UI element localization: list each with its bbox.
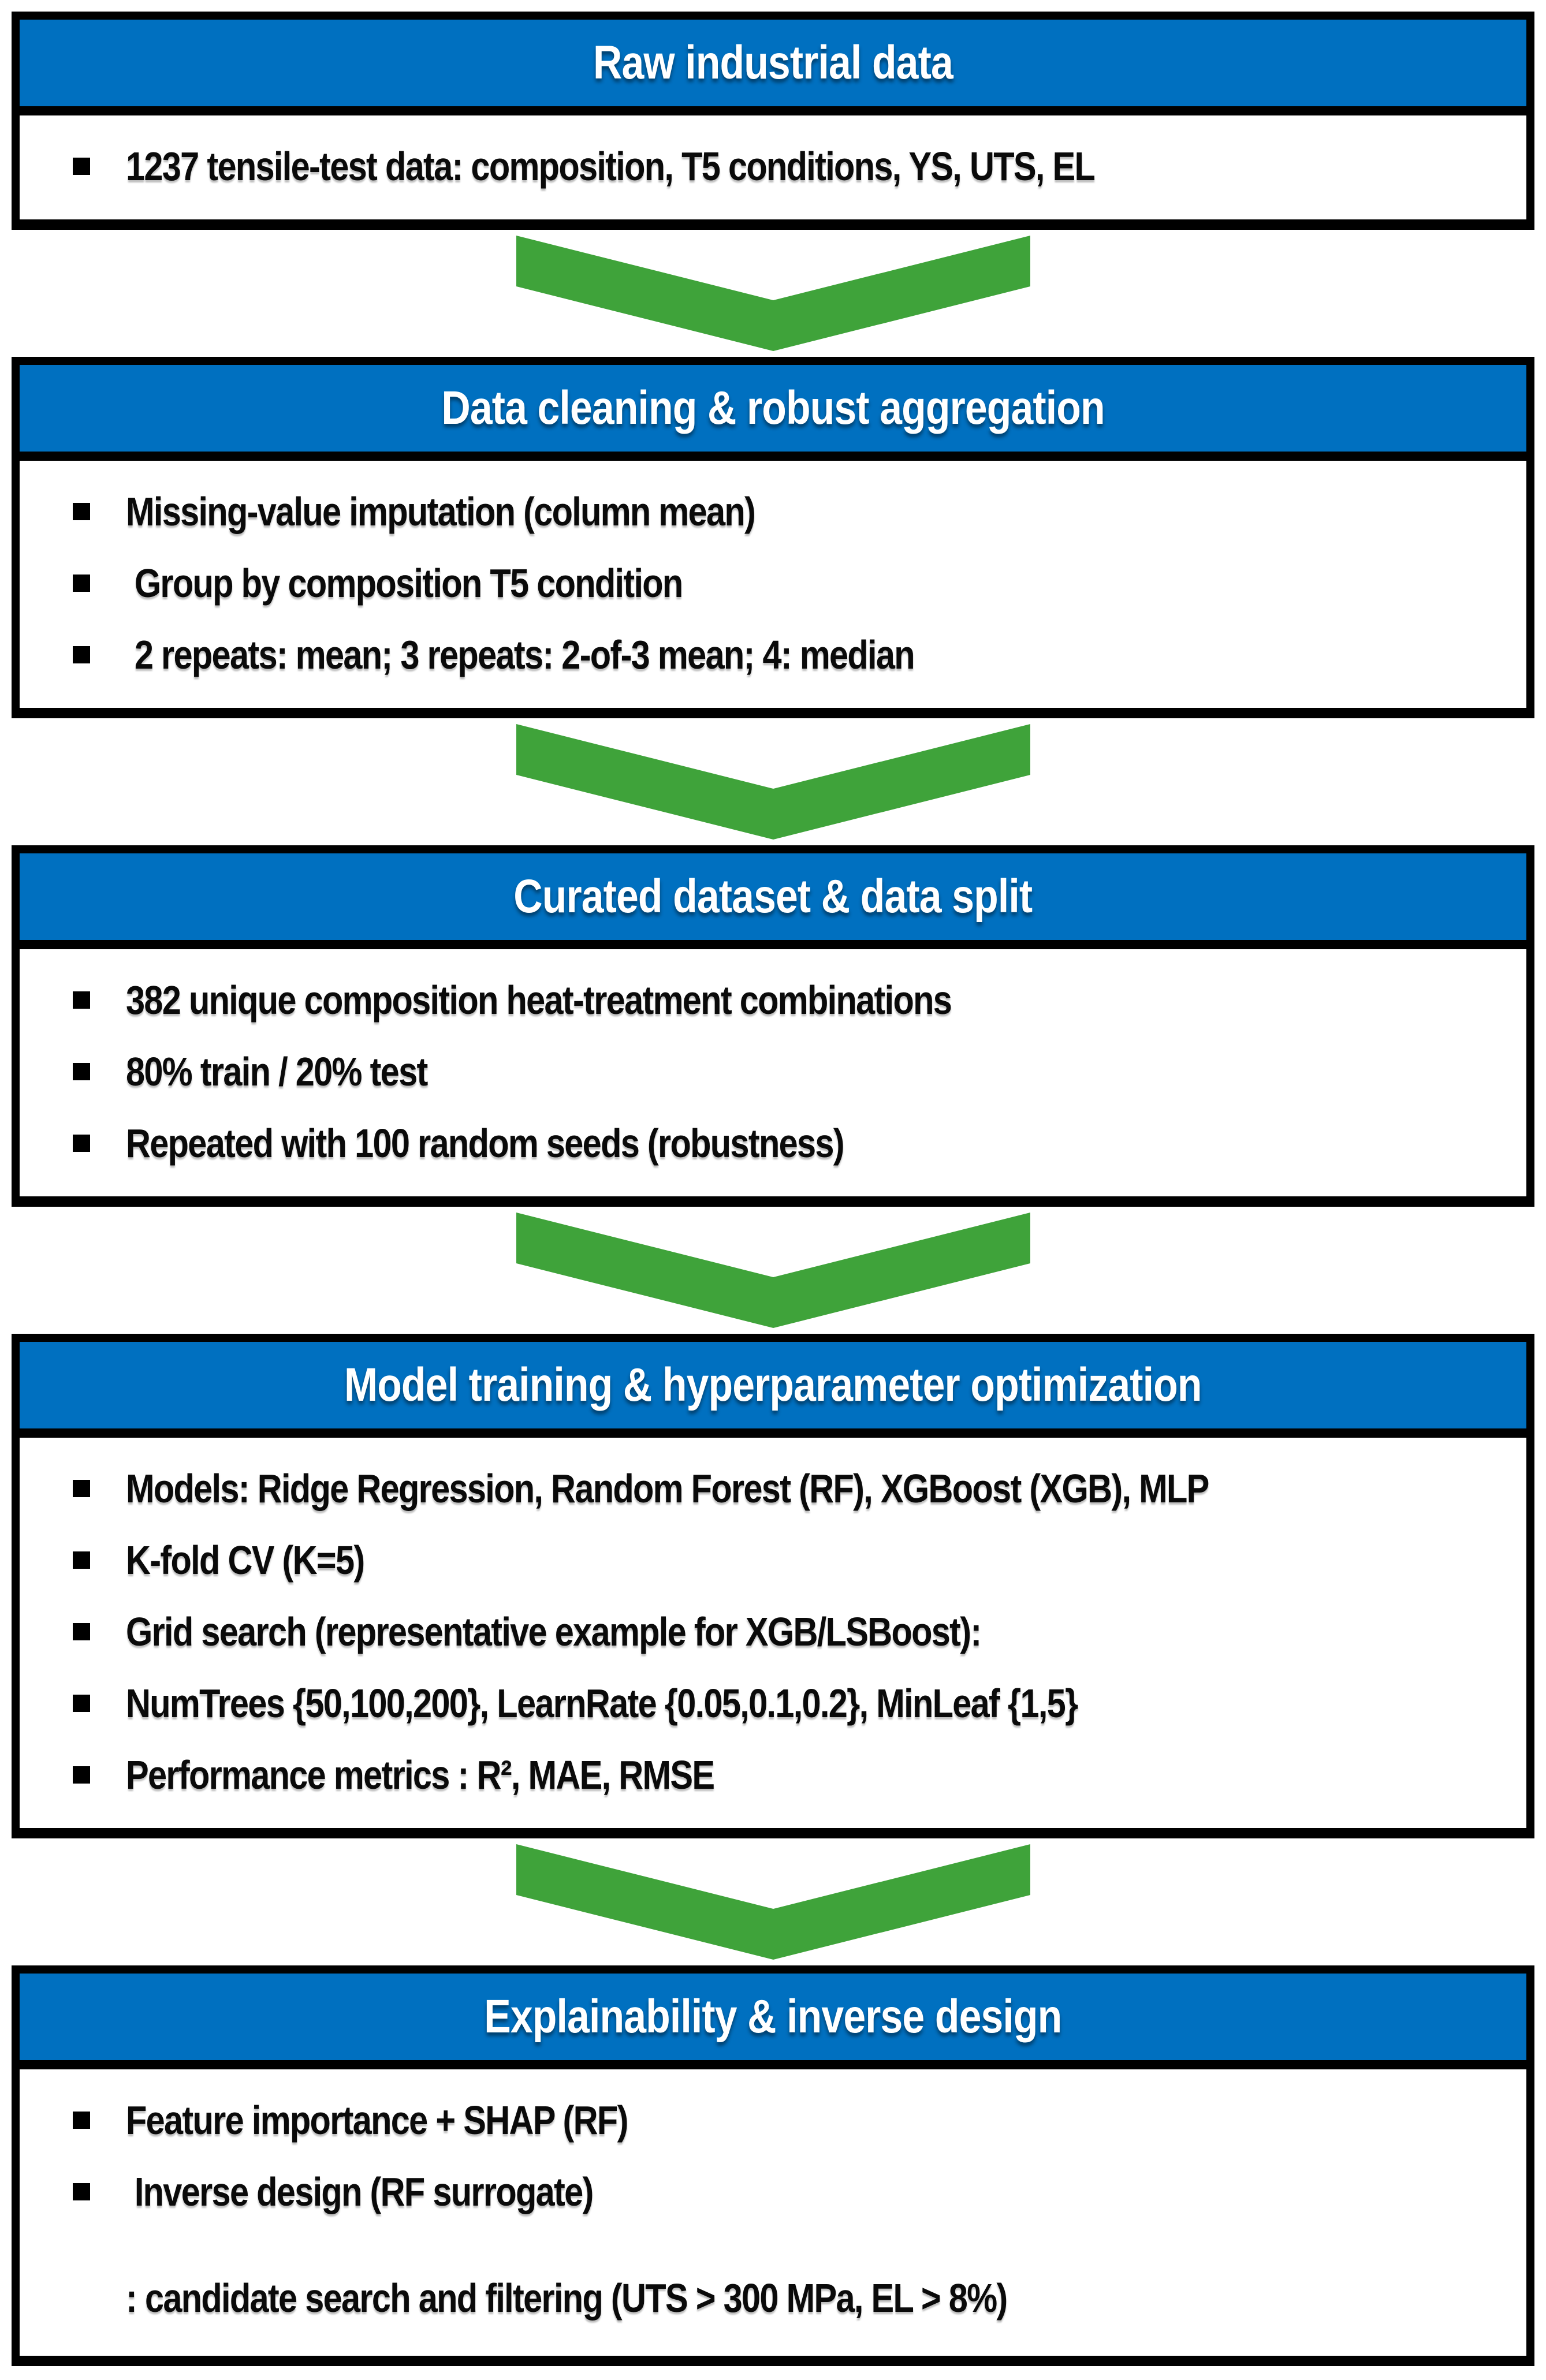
flow-connector [12, 1838, 1534, 1965]
bullet-text: NumTrees {50,100,200}, LearnRate {0.05,0… [126, 1681, 1078, 1726]
bullet-square-icon [73, 158, 90, 175]
chevron-down-arrow-icon [516, 1844, 1030, 1960]
bullet-text: 2 repeats: mean; 3 repeats: 2-of-3 mean;… [126, 632, 915, 677]
bullet-square-icon [73, 575, 90, 592]
flow-connector [12, 718, 1534, 845]
bullet-square-icon [73, 1623, 90, 1640]
list-item: Grid search (representative example for … [20, 1596, 1509, 1668]
list-item: NumTrees {50,100,200}, LearnRate {0.05,0… [20, 1668, 1509, 1739]
bullet-text: Performance metrics : R², MAE, RMSE [126, 1752, 715, 1797]
bullet-square-icon [73, 1063, 90, 1080]
flow-connector [12, 230, 1534, 357]
step-header-model-training: Model training & hyperparameter optimiza… [20, 1342, 1526, 1438]
bullet-text: : candidate search and filtering (UTS > … [126, 2275, 1008, 2321]
bullet-square-icon [73, 1551, 90, 1569]
list-item: Models: Ridge Regression, Random Forest … [20, 1453, 1509, 1524]
bullet-square-icon [73, 991, 90, 1009]
step-content: Models: Ridge Regression, Random Forest … [20, 1438, 1526, 1828]
list-item: 1237 tensile-test data: composition, T5 … [20, 130, 1509, 202]
bullet-text: Feature importance + SHAP (RF) [126, 2098, 628, 2143]
step-box-explainability: Explainability & inverse design Feature … [12, 1965, 1534, 2366]
list-item: Missing-value imputation (column mean) [20, 476, 1509, 547]
bullet-text: 1237 tensile-test data: composition, T5 … [126, 144, 1096, 189]
step-header-data-cleaning: Data cleaning & robust aggregation [20, 365, 1526, 461]
step-title: Data cleaning & robust aggregation [441, 382, 1105, 434]
bullet-text: Group by composition T5 condition [126, 561, 683, 606]
bullet-text: K-fold CV (K=5) [126, 1538, 365, 1583]
chevron-down-arrow-icon [516, 724, 1030, 840]
bullet-square-icon [73, 646, 90, 663]
bullet-text: Missing-value imputation (column mean) [126, 489, 756, 534]
step-box-raw-industrial-data: Raw industrial data 1237 tensile-test da… [12, 12, 1534, 230]
list-item-continuation: : candidate search and filtering (UTS > … [20, 2258, 1509, 2338]
bullet-square-icon [73, 1135, 90, 1152]
step-box-curated-dataset: Curated dataset & data split 382 unique … [12, 845, 1534, 1207]
bullet-text: Grid search (representative example for … [126, 1609, 982, 1654]
step-title: Model training & hyperparameter optimiza… [344, 1359, 1202, 1411]
step-box-model-training: Model training & hyperparameter optimiza… [12, 1334, 1534, 1838]
step-content: Feature importance + SHAP (RF) Inverse d… [20, 2069, 1526, 2356]
bullet-square-icon [73, 1480, 90, 1497]
step-title: Explainability & inverse design [484, 1990, 1062, 2043]
step-header-curated-dataset: Curated dataset & data split [20, 853, 1526, 949]
list-item: Performance metrics : R², MAE, RMSE [20, 1739, 1509, 1811]
list-item: Group by composition T5 condition [20, 547, 1509, 619]
step-box-data-cleaning: Data cleaning & robust aggregation Missi… [12, 357, 1534, 718]
step-title: Curated dataset & data split [513, 870, 1033, 923]
chevron-down-arrow-icon [516, 236, 1030, 351]
bullet-text: Models: Ridge Regression, Random Forest … [126, 1466, 1209, 1511]
list-item: 382 unique composition heat-treatment co… [20, 964, 1509, 1036]
bullet-square-icon [73, 1766, 90, 1784]
bullet-square-icon [73, 1695, 90, 1712]
bullet-text: Inverse design (RF surrogate) [126, 2169, 594, 2214]
step-content: 1237 tensile-test data: composition, T5 … [20, 115, 1526, 219]
list-item: 2 repeats: mean; 3 repeats: 2-of-3 mean;… [20, 619, 1509, 691]
step-content: Missing-value imputation (column mean) G… [20, 461, 1526, 708]
list-item: Feature importance + SHAP (RF) [20, 2084, 1509, 2156]
flow-connector [12, 1207, 1534, 1334]
bullet-square-icon [73, 2183, 90, 2200]
bullet-text: 80% train / 20% test [126, 1049, 428, 1094]
bullet-text: Repeated with 100 random seeds (robustne… [126, 1121, 845, 1166]
step-content: 382 unique composition heat-treatment co… [20, 949, 1526, 1196]
bullet-text: 382 unique composition heat-treatment co… [126, 978, 952, 1023]
list-item: Inverse design (RF surrogate) [20, 2156, 1509, 2228]
chevron-down-arrow-icon [516, 1213, 1030, 1328]
bullet-square-icon [73, 2112, 90, 2129]
list-item: 80% train / 20% test [20, 1036, 1509, 1107]
bullet-square-icon [73, 503, 90, 520]
step-header-explainability: Explainability & inverse design [20, 1974, 1526, 2069]
step-header-raw-industrial-data: Raw industrial data [20, 20, 1526, 115]
step-title: Raw industrial data [593, 36, 953, 89]
list-item: K-fold CV (K=5) [20, 1524, 1509, 1596]
list-item: Repeated with 100 random seeds (robustne… [20, 1107, 1509, 1179]
